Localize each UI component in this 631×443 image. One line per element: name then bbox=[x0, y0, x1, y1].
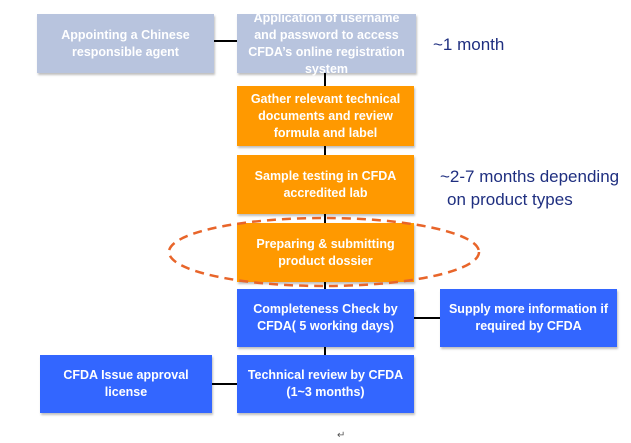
dossier-highlight-ellipse bbox=[167, 216, 481, 288]
step-apply-account: Application of username and password to … bbox=[237, 11, 416, 76]
step-gather-documents: Gather relevant technical documents and … bbox=[237, 86, 414, 146]
step-technical-review: Technical review by CFDA (1~3 months) bbox=[237, 355, 414, 413]
step-submit-dossier: Preparing & submitting product dossier bbox=[237, 223, 414, 282]
step-sample-testing: Sample testing in CFDA accredited lab bbox=[237, 155, 414, 214]
step-appoint-agent: Appointing a Chinese responsible agent bbox=[37, 14, 214, 73]
note-account-duration: ~1 month bbox=[433, 35, 505, 54]
step-supply-information: Supply more information if required by C… bbox=[440, 289, 617, 347]
step-completeness-check: Completeness Check by CFDA( 5 working da… bbox=[237, 289, 414, 347]
step-approval-license: CFDA Issue approval license bbox=[40, 355, 212, 413]
note-testing-duration-line2: on product types bbox=[447, 190, 573, 209]
note-testing-duration-line1: ~2-7 months depending bbox=[440, 167, 620, 186]
paragraph-mark: ↵ bbox=[337, 430, 346, 441]
